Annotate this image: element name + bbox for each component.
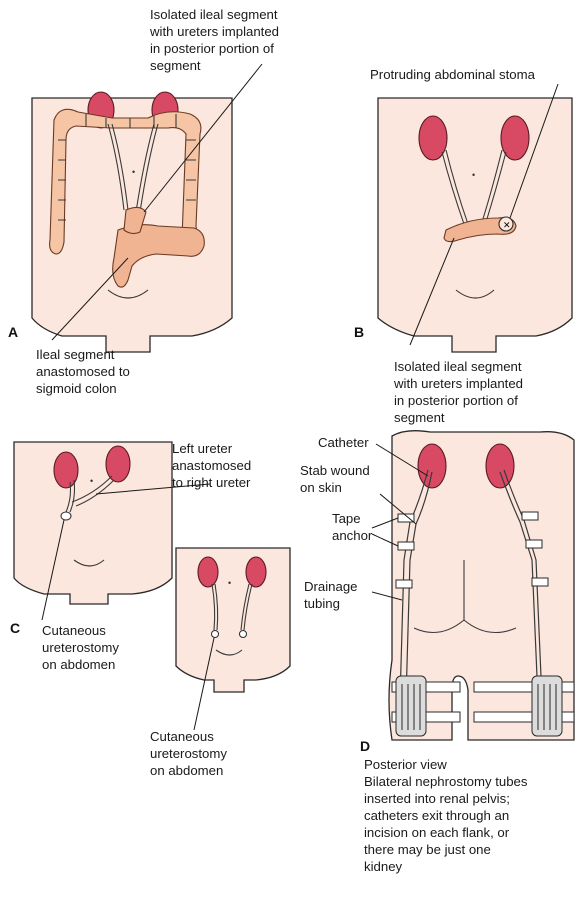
panel-c1-right-kidney (106, 446, 130, 482)
panel-c1-stoma (61, 512, 71, 520)
panel-b-figure: ✕ • (378, 84, 572, 352)
panel-d-tape-4 (522, 512, 538, 520)
panel-c-bottom-label: Cutaneous ureterostomy on abdomen (42, 622, 119, 673)
panel-c2-right-kidney (246, 557, 266, 587)
panel-c-top-label: Left ureter anastomosed to right ureter (172, 440, 251, 491)
panel-c2-left-kidney (198, 557, 218, 587)
panel-c-letter: C (10, 620, 20, 636)
panel-a-figure: • (32, 64, 262, 352)
panel-d-left-kidney (418, 444, 446, 488)
panel-d-left-bag (396, 676, 426, 736)
panel-a-umbilicus: • (132, 167, 135, 177)
panel-d-catheter-label: Catheter (318, 434, 369, 451)
panel-d-tape-3 (396, 580, 412, 588)
panel-d-letter: D (360, 738, 370, 754)
panel-a-bottom-label: Ileal segment anastomosed to sigmoid col… (36, 346, 130, 397)
panel-d-drainage-label: Drainage tubing (304, 578, 358, 612)
panel-d-tape-label: Tape anchor (332, 510, 372, 544)
panel-d-figure (372, 431, 574, 740)
panel-d-caption: Posterior view Bilateral nephrostomy tub… (364, 756, 574, 875)
panel-b-umbilicus: • (472, 170, 475, 180)
panel-d-tape-2 (398, 542, 414, 550)
panel-d-tape-5 (526, 540, 542, 548)
panel-b-top-label: Protruding abdominal stoma (370, 66, 535, 83)
panel-c2-left-stoma (212, 631, 219, 638)
panel-c-second-label: Cutaneous ureterostomy on abdomen (150, 728, 227, 779)
panel-c2-torso (176, 548, 290, 692)
panel-d-tape-6 (532, 578, 548, 586)
panel-a-letter: A (8, 324, 18, 340)
panel-d-stab-label: Stab wound on skin (300, 462, 370, 496)
panel-d-right-kidney (486, 444, 514, 488)
panel-c2-right-stoma (240, 631, 247, 638)
panel-c1-umbilicus: • (90, 476, 93, 486)
panel-d-right-bag (532, 676, 562, 736)
panel-c2-umbilicus: • (228, 578, 231, 588)
panel-b-letter: B (354, 324, 364, 340)
panel-c1-torso (14, 442, 172, 604)
panel-b-stoma-mark: ✕ (503, 220, 511, 230)
panel-b-bottom-label: Isolated ileal segment with ureters impl… (394, 358, 523, 426)
panel-c-figure-2: • (176, 548, 290, 730)
panel-a-top-label: Isolated ileal segment with ureters impl… (150, 6, 279, 74)
